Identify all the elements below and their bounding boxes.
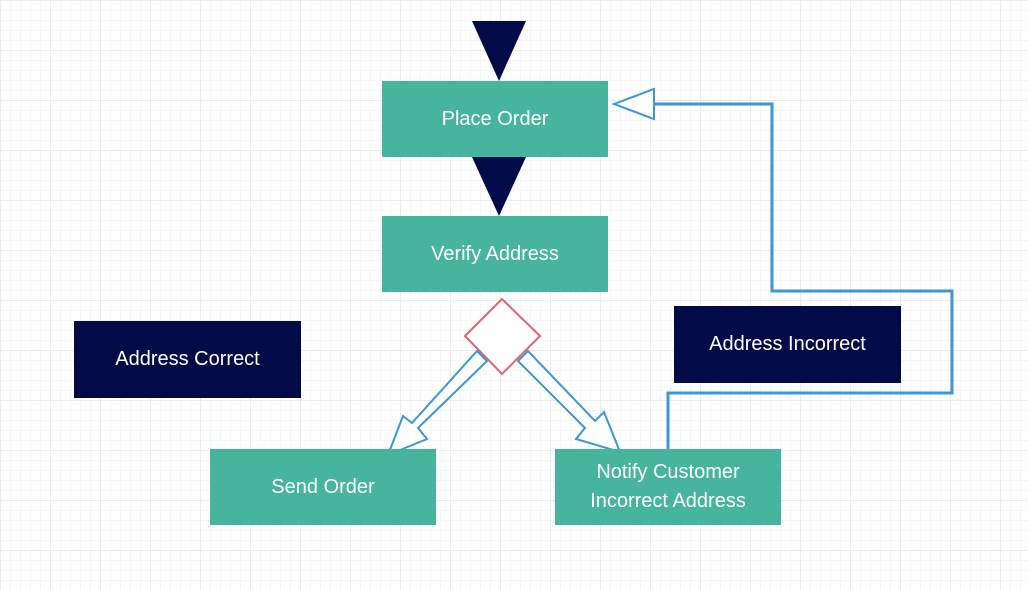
decision-diamond[interactable] <box>463 297 542 376</box>
feedback-arrowhead <box>611 87 655 121</box>
notify-customer-node[interactable]: Notify Customer Incorrect Address <box>555 449 781 525</box>
feedback-loop-connector <box>654 102 954 449</box>
address-incorrect-label: Address Incorrect <box>709 333 866 355</box>
send-order-node[interactable]: Send Order <box>210 449 436 525</box>
branch-arrow-correct <box>386 349 489 457</box>
notify-customer-label-line2: Incorrect Address <box>590 490 746 512</box>
address-correct-label: Address Correct <box>115 348 260 370</box>
send-order-label: Send Order <box>271 475 375 498</box>
notify-customer-label-line1: Notify Customer <box>596 461 740 483</box>
flow-arrow-place-to-verify <box>472 157 526 216</box>
verify-address-node[interactable]: Verify Address <box>382 216 608 292</box>
address-correct-label-box[interactable]: Address Correct <box>74 321 301 398</box>
place-order-label: Place Order <box>441 107 549 130</box>
verify-address-label: Verify Address <box>431 242 559 265</box>
place-order-node[interactable]: Place Order <box>382 81 608 157</box>
address-incorrect-label-box[interactable]: Address Incorrect <box>674 306 901 383</box>
start-arrow <box>472 21 526 81</box>
branch-arrow-incorrect <box>516 349 622 454</box>
